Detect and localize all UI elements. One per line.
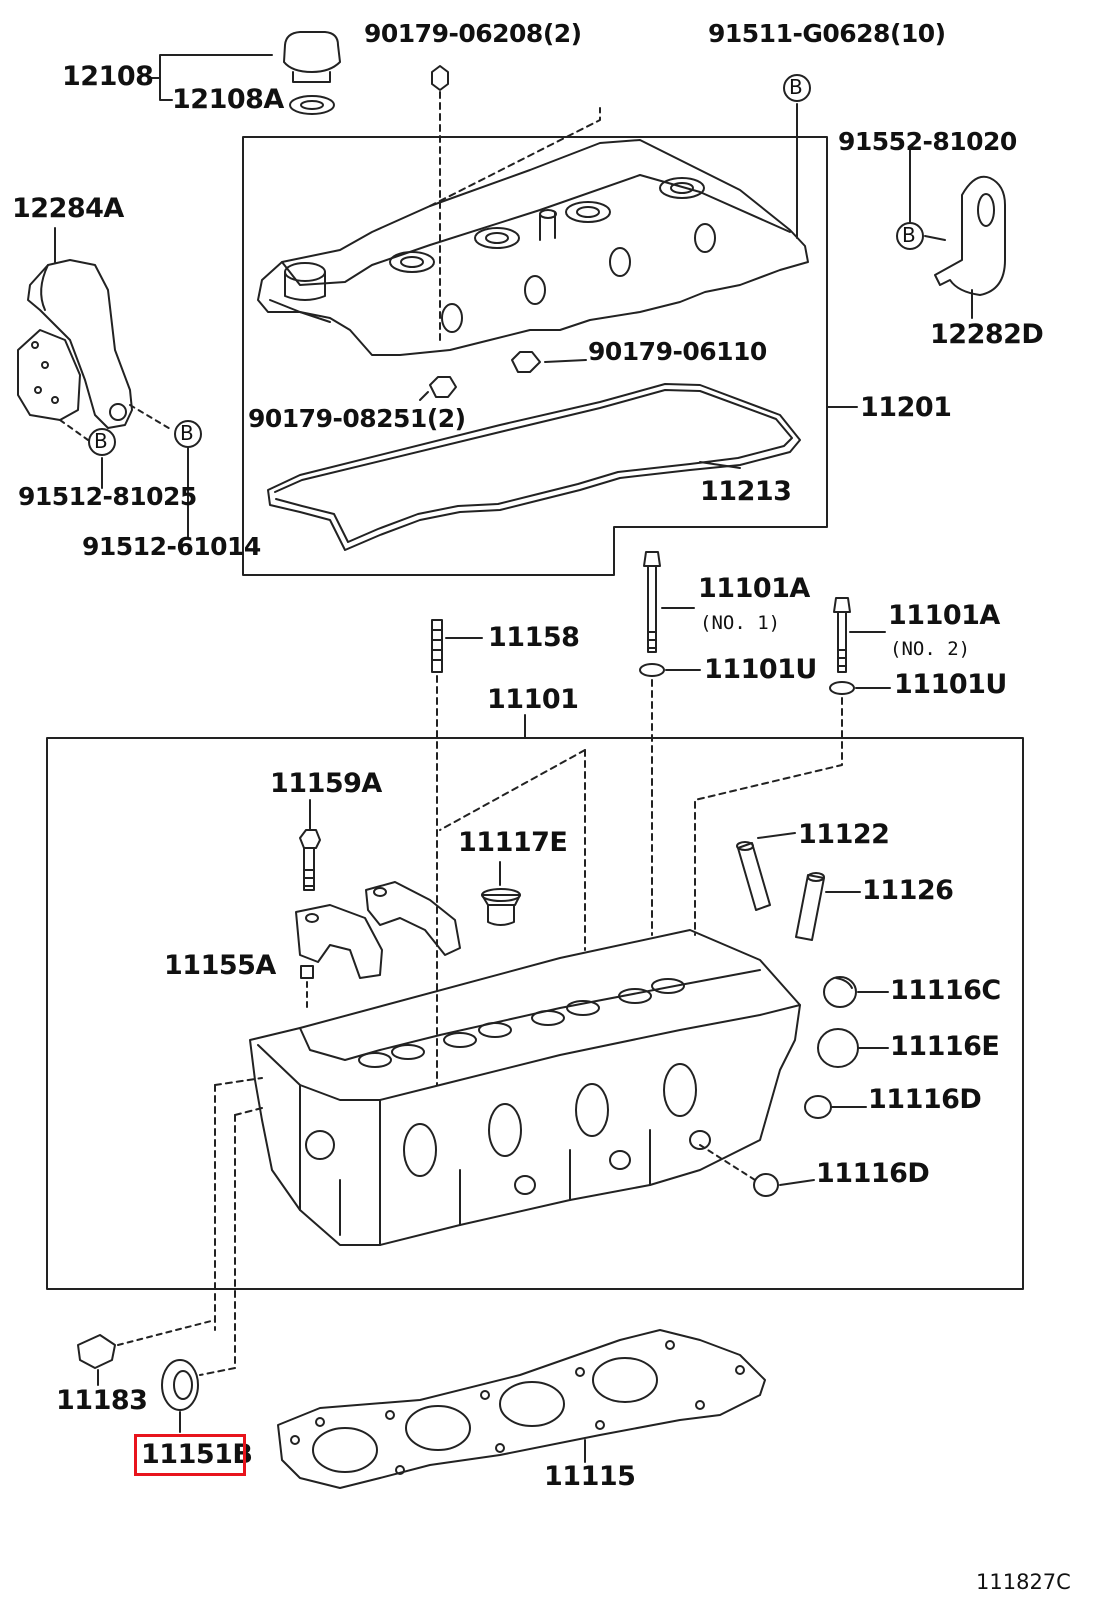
- part-label-90179-06110[interactable]: 90179-06110: [588, 337, 767, 366]
- cover-group-frame: [242, 136, 828, 576]
- part-label-11116D-1[interactable]: 11116D: [868, 1084, 982, 1115]
- highlight-box-11151B: [134, 1434, 246, 1476]
- part-label-11122[interactable]: 11122: [798, 819, 890, 850]
- part-label-11117E[interactable]: 11117E: [458, 827, 568, 858]
- b-marker-3: B: [94, 429, 108, 453]
- cylinder-head-cover-part: [257, 139, 809, 356]
- part-label-11101A-no2[interactable]: 11101A: [888, 600, 1000, 631]
- part-label-11101U-1[interactable]: 11101U: [704, 654, 817, 685]
- plug-11116D-part: [804, 1095, 832, 1119]
- camshaft-cap-part: [295, 881, 461, 979]
- grommet-90179-06110-part: [511, 351, 541, 373]
- b-marker-1: B: [789, 75, 803, 99]
- part-label-11158[interactable]: 11158: [488, 622, 580, 653]
- diagram-code: 111827C: [976, 1570, 1071, 1594]
- part-note-no2: (NO. 2): [890, 638, 971, 660]
- part-label-12108[interactable]: 12108: [62, 61, 154, 92]
- part-label-11159A[interactable]: 11159A: [270, 768, 382, 799]
- part-label-11116E[interactable]: 11116E: [890, 1031, 1000, 1062]
- head-bolt-no1-part: [643, 551, 661, 653]
- part-note-no1: (NO. 1): [700, 612, 781, 634]
- leader-11213: [699, 461, 741, 469]
- b-marker-circles: [88, 74, 924, 456]
- plug-11116D-2-part: [753, 1173, 779, 1197]
- plug-11116E-part: [817, 1028, 859, 1068]
- pin-11155A-part: [300, 965, 314, 979]
- washer-no2-part: [829, 681, 855, 695]
- part-label-90179-08251[interactable]: 90179-08251(2): [248, 404, 466, 433]
- head-bolt-no2-part: [833, 597, 851, 673]
- part-label-11151B[interactable]: 11151B: [141, 1439, 253, 1470]
- part-label-11101[interactable]: 11101: [487, 684, 579, 715]
- head-gasket-part: [277, 1329, 766, 1489]
- part-label-11101A-no1[interactable]: 11101A: [698, 573, 810, 604]
- b-marker-4: B: [180, 421, 194, 445]
- bracket-12284A-part: [17, 259, 133, 429]
- part-label-11101U-2[interactable]: 11101U: [894, 669, 1007, 700]
- part-label-91512-81025[interactable]: 91512-81025: [18, 482, 197, 511]
- part-label-11115[interactable]: 11115: [544, 1461, 636, 1492]
- b-marker-2: B: [902, 223, 916, 247]
- pin-11183-part: [77, 1334, 116, 1369]
- grommet-90179-08251-part: [429, 376, 457, 398]
- dash-cover-top: [429, 107, 601, 207]
- bracket-12282D-part: [934, 175, 1006, 296]
- part-label-11116C[interactable]: 11116C: [890, 975, 1001, 1006]
- cylinder-head-part: [249, 929, 801, 1246]
- head-group-frame: [46, 737, 1024, 1290]
- part-label-11116D-2[interactable]: 11116D: [816, 1158, 930, 1189]
- bolt-11159A-part: [299, 829, 321, 891]
- plug-11116C-part: [823, 976, 857, 1008]
- washer-no1-part: [639, 663, 665, 677]
- leader-12108: [149, 54, 273, 101]
- part-label-90179-06208[interactable]: 90179-06208(2): [364, 19, 582, 48]
- tube-11122-part: [737, 842, 771, 911]
- stud-11158-part: [431, 619, 443, 673]
- oil-seal-11151B-part: [161, 1359, 199, 1411]
- part-label-11201[interactable]: 11201: [860, 392, 952, 423]
- part-label-91512-61014[interactable]: 91512-61014: [82, 532, 261, 561]
- part-label-12282D[interactable]: 12282D: [930, 319, 1044, 350]
- part-label-11213[interactable]: 11213: [700, 476, 792, 507]
- tube-11126-part: [795, 874, 825, 941]
- part-label-12284A[interactable]: 12284A: [12, 193, 124, 224]
- plug-11117E-part: [481, 888, 521, 926]
- nut-90179-06208-part: [431, 65, 449, 91]
- part-label-91511-G0628[interactable]: 91511-G0628(10): [708, 19, 946, 48]
- cover-gasket-part: [267, 383, 801, 551]
- part-label-11183[interactable]: 11183: [56, 1385, 148, 1416]
- part-label-11155A[interactable]: 11155A: [164, 950, 276, 981]
- part-label-12108A[interactable]: 12108A: [172, 84, 284, 115]
- part-label-91552-81020[interactable]: 91552-81020: [838, 127, 1017, 156]
- oil-filler-cap-part: [283, 31, 341, 115]
- part-label-11126[interactable]: 11126: [862, 875, 954, 906]
